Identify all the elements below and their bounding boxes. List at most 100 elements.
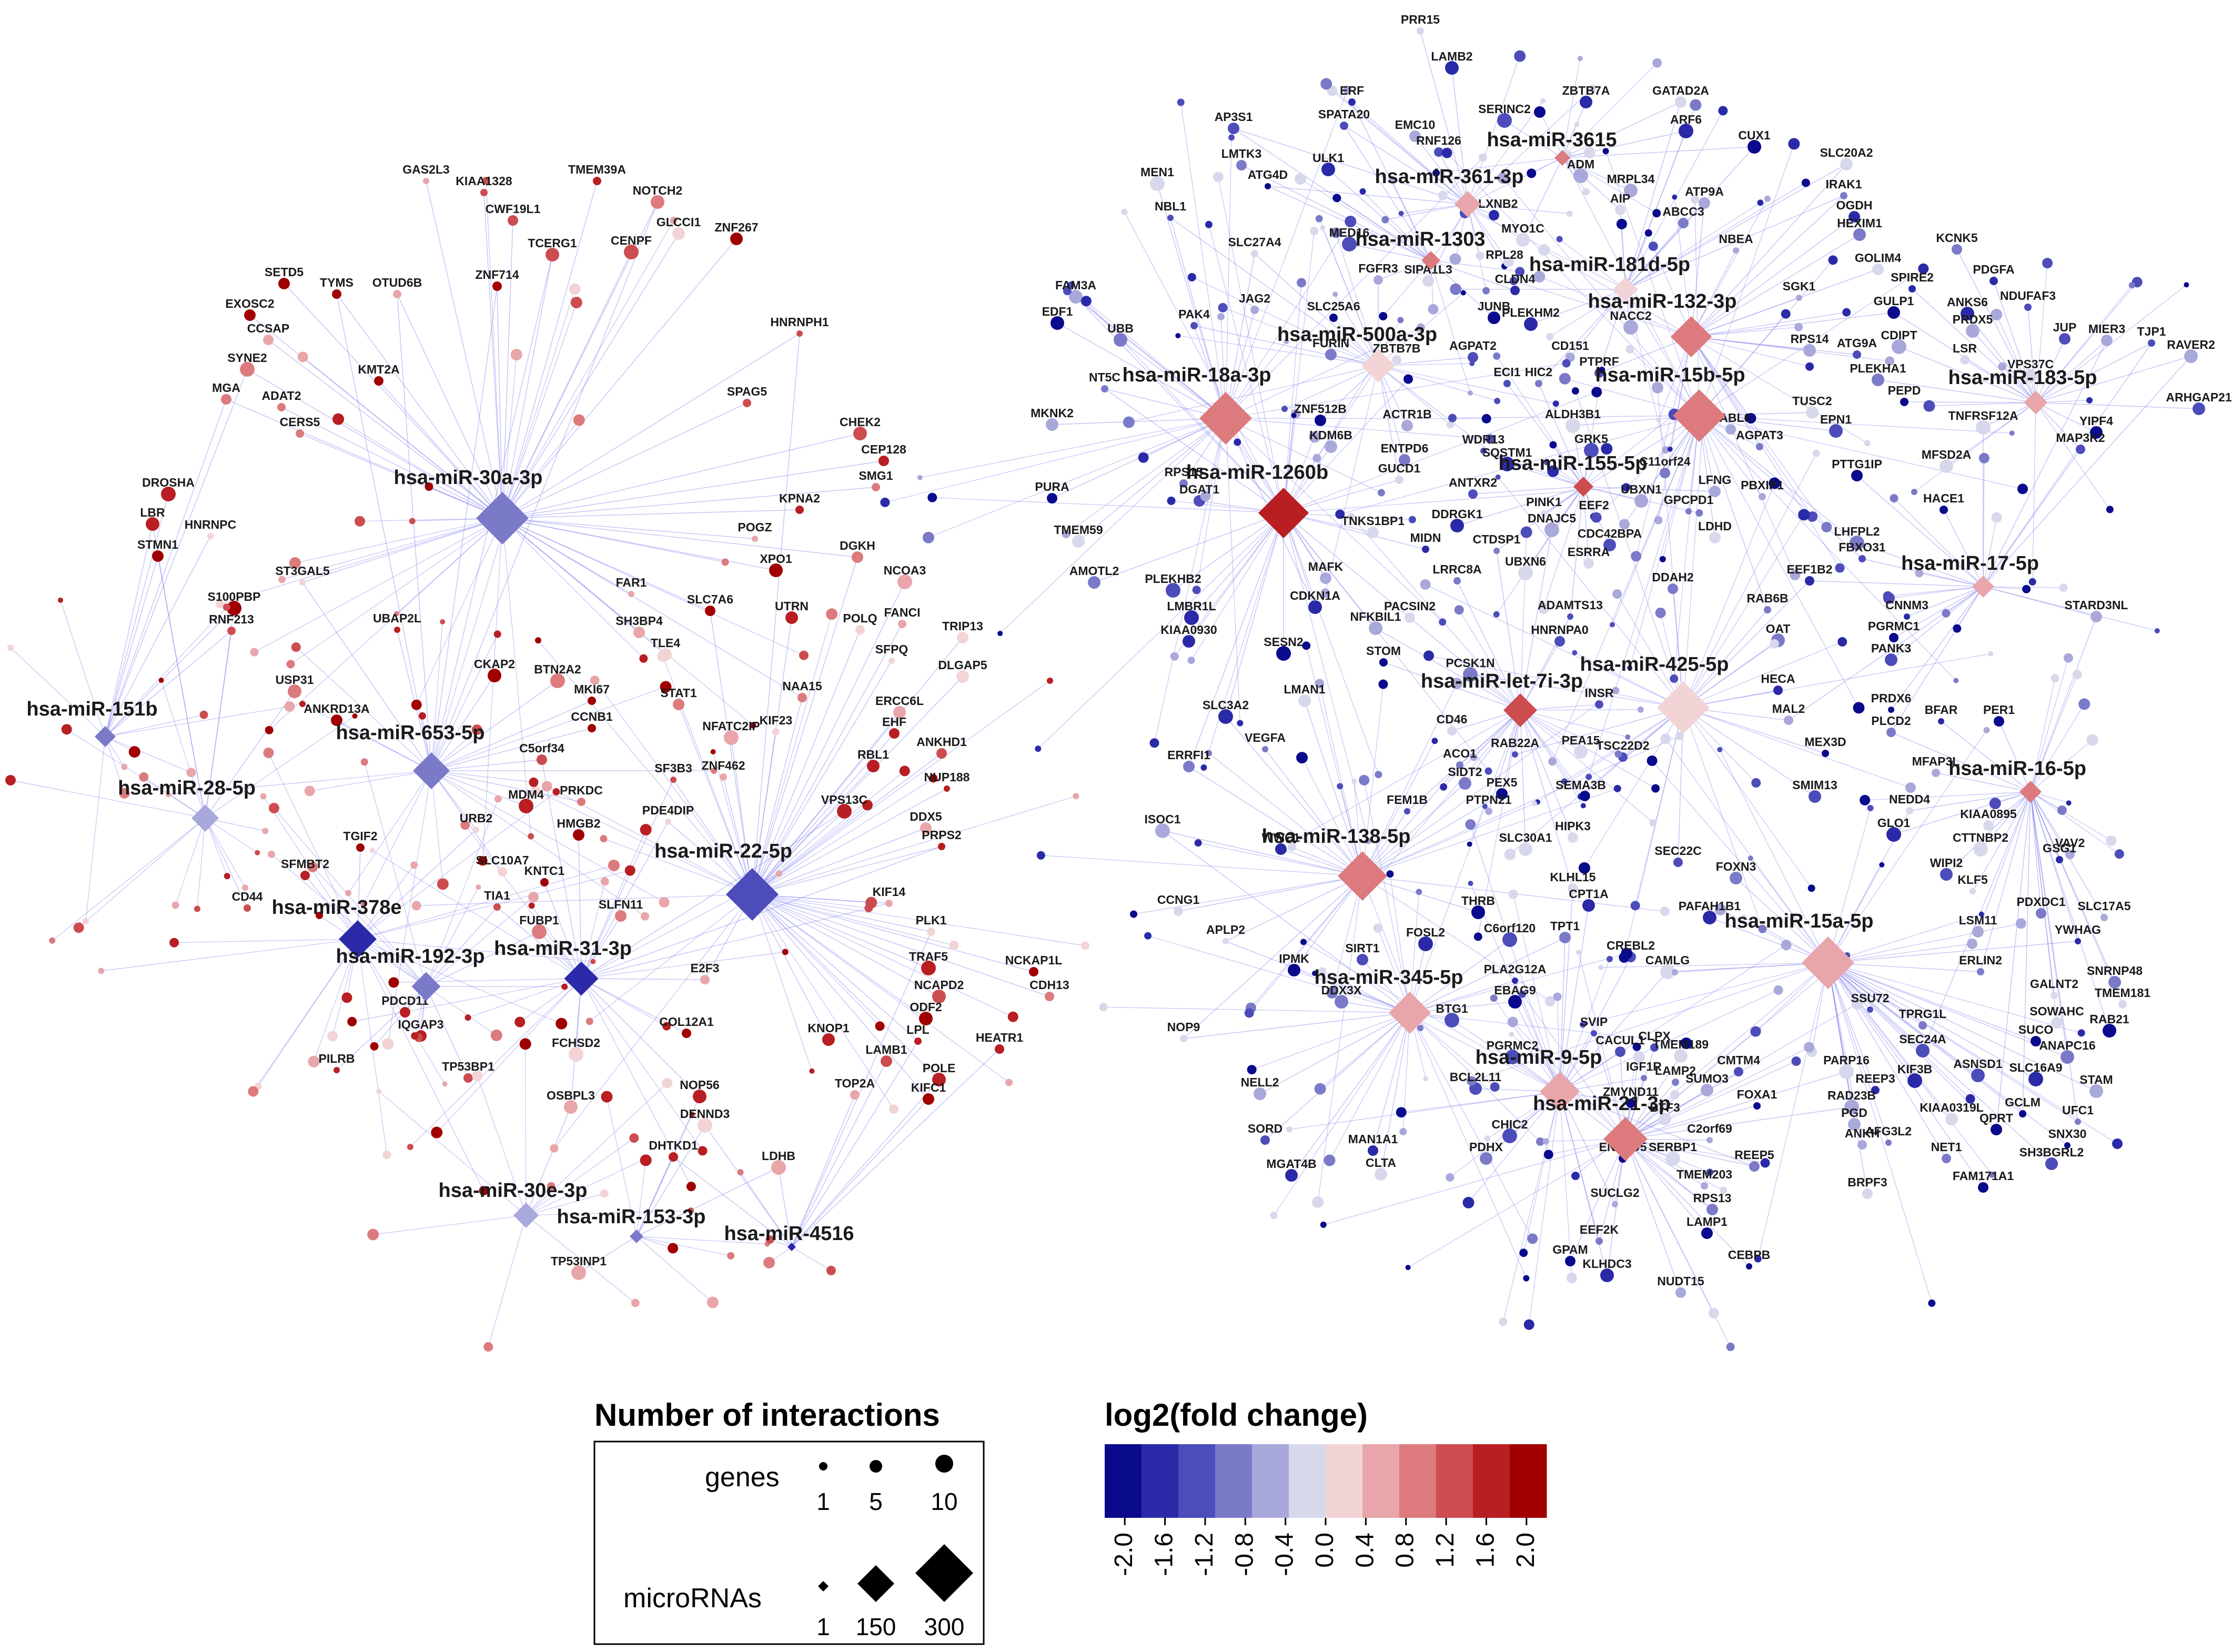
gene-node — [1367, 527, 1379, 538]
gene-node — [410, 861, 418, 869]
gene-node — [1205, 220, 1213, 228]
gene-node — [394, 627, 400, 633]
gene-node — [1405, 1265, 1411, 1271]
gene-node — [2086, 397, 2093, 404]
edge — [791, 1079, 940, 1247]
edge — [1683, 653, 1991, 708]
gene-node — [1591, 512, 1602, 523]
edge — [431, 770, 582, 802]
microrna-label: hsa-miR-181d-5p — [1529, 254, 1690, 276]
gene-node — [1900, 398, 1908, 406]
gene-node — [1190, 322, 1198, 329]
gene-node — [1548, 757, 1557, 766]
gene-label: FOXA1 — [1737, 1087, 1777, 1101]
edge — [1943, 509, 1984, 587]
gene-node — [1114, 333, 1127, 347]
gene-node — [689, 1112, 695, 1117]
edge — [1906, 586, 1984, 617]
gene-node — [367, 1228, 379, 1241]
edge — [1086, 300, 1226, 419]
gene-node — [1516, 233, 1530, 247]
edge — [1443, 710, 1521, 788]
gene-node — [1138, 452, 1149, 463]
edge — [2035, 281, 2138, 403]
gene-label: VPS13C — [821, 793, 867, 807]
edge — [1452, 415, 1700, 419]
edge — [1887, 586, 1984, 597]
gene-label: XPO1 — [760, 552, 792, 566]
edge — [1625, 1055, 1681, 1140]
edge — [319, 915, 427, 987]
gene-node — [1612, 589, 1622, 599]
gene-node — [1577, 56, 1583, 62]
edge — [1625, 1046, 1810, 1140]
gene-label: CDC42BPA — [1578, 527, 1642, 540]
gene-label: UBXN6 — [1505, 555, 1546, 568]
gene-node — [920, 822, 932, 834]
gene-label: SERBP1 — [1649, 1140, 1697, 1154]
gene-node — [1885, 356, 1895, 366]
edge — [1827, 923, 2021, 963]
edge — [1507, 464, 1584, 487]
gene-node — [1497, 113, 1512, 128]
edge — [1283, 512, 1379, 775]
edge — [1552, 415, 1700, 762]
gene-node — [662, 1077, 673, 1089]
gene-node — [98, 968, 105, 974]
gene-label: C11orf24 — [1639, 455, 1690, 468]
edge — [1409, 953, 1627, 1013]
microrna-label: hsa-miR-153-3p — [557, 1206, 706, 1228]
gene-node — [706, 1296, 719, 1308]
gene-node — [1660, 906, 1670, 916]
edge — [247, 369, 503, 519]
microrna-label: hsa-miR-132-3p — [1588, 290, 1737, 313]
edge — [431, 680, 558, 771]
edge — [1154, 418, 1226, 743]
gene-node — [437, 878, 449, 890]
gene-label: PAK4 — [1178, 307, 1210, 321]
gene-node — [1538, 244, 1550, 256]
gene-label: ANKH — [1845, 1126, 1880, 1140]
gene-label: PBXIP1 — [1741, 478, 1784, 492]
colorbar-tick-label: -0.4 — [1271, 1533, 1299, 1576]
gene-node — [2063, 653, 2073, 663]
gene-node — [765, 1235, 774, 1244]
edge — [431, 675, 495, 771]
gene-label: RPS14 — [1791, 332, 1829, 346]
edge — [1635, 336, 1692, 557]
edge — [1683, 641, 1843, 708]
gene-label: LMAN1 — [1284, 682, 1325, 696]
edge — [1157, 183, 1226, 419]
edge — [1191, 277, 1379, 366]
gene-node — [1200, 490, 1211, 501]
edge — [1691, 195, 1844, 337]
gene-node — [1565, 1256, 1575, 1266]
edge — [1225, 512, 1284, 717]
edge — [431, 770, 664, 903]
gene-node — [347, 1016, 357, 1026]
edge — [431, 770, 443, 884]
gene-node — [1325, 440, 1337, 453]
gene-node — [1621, 948, 1633, 960]
gene-node — [898, 620, 906, 628]
gene-node — [590, 959, 596, 964]
gene-node — [1467, 1076, 1477, 1086]
gene-label: PLA2G12A — [1484, 962, 1547, 976]
gene-label: SLC30A1 — [1499, 831, 1552, 844]
gene-label: FURIN — [1312, 336, 1349, 350]
gene-node — [593, 177, 601, 185]
edge — [1283, 379, 1409, 513]
edge — [1625, 1139, 1713, 1210]
gene-node — [5, 774, 16, 785]
edge — [1599, 336, 1692, 374]
gene-label: HNRNPA0 — [1531, 623, 1588, 637]
edge — [1929, 402, 2036, 407]
gene-label: AGPAT2 — [1449, 339, 1497, 352]
edge — [752, 712, 900, 895]
edge — [581, 821, 669, 979]
gene-label: POLQ — [843, 611, 877, 625]
edge — [1699, 259, 1833, 416]
gene-node — [923, 1093, 934, 1105]
gene-label: RAB6B — [1746, 591, 1788, 605]
gene-node — [1051, 316, 1064, 330]
